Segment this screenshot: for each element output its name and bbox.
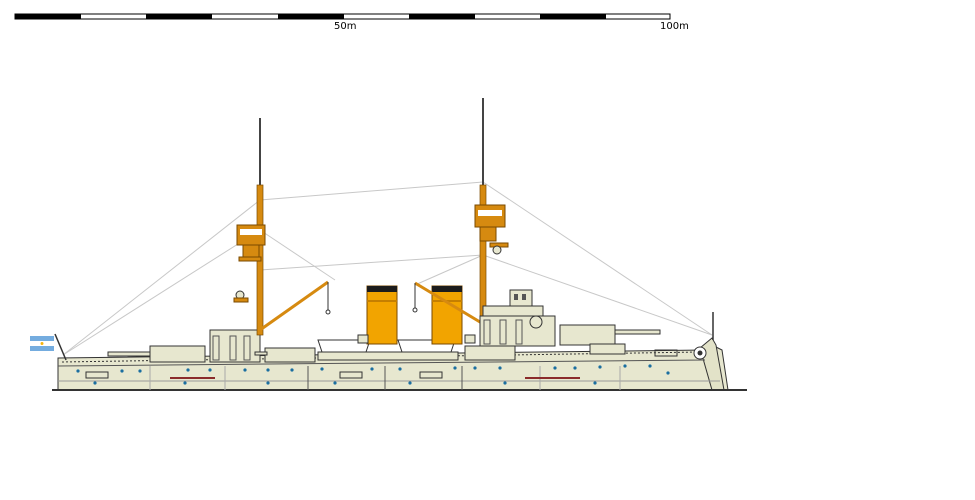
scale-bar: 50m 100m: [14, 13, 689, 32]
fore-main-gun: [614, 329, 661, 335]
scuttles: [76, 364, 670, 385]
fore-derrick: [414, 281, 486, 327]
chart-house: [509, 289, 533, 307]
stern-flag-group: [30, 333, 67, 361]
fore-bridge-upper: [482, 305, 544, 317]
scale-segment: [540, 14, 606, 19]
aft-superstructure: [107, 329, 316, 363]
gun-port: [339, 371, 363, 379]
fore-secondary-turret: [464, 345, 516, 361]
scale-segment: [146, 14, 212, 19]
fore-superstructure: [464, 289, 661, 361]
scale-label-100m: 100m: [660, 21, 689, 32]
fore-main-turret: [559, 324, 616, 346]
scale-label-50m: 50m: [334, 21, 356, 32]
stern-flagstaff: [54, 333, 67, 361]
aft-bridge: [209, 329, 261, 363]
scale-segment: [278, 14, 344, 19]
gun-port: [85, 371, 109, 379]
fore-mast: [412, 98, 509, 327]
gun-port: [654, 349, 678, 357]
aft-mast: [233, 118, 331, 336]
aft-funnel: [366, 285, 398, 345]
funnels: [357, 285, 476, 345]
hull-marking: [525, 377, 580, 379]
waterline: [52, 389, 747, 391]
boats: [317, 339, 459, 361]
hull-marking: [170, 377, 215, 379]
fore-bridge: [479, 315, 556, 347]
deck-line: [57, 359, 706, 367]
argentina-flag-icon: [30, 336, 54, 351]
gun-port: [419, 371, 443, 379]
aft-derrick: [259, 280, 329, 332]
aft-main-turret: [149, 345, 206, 363]
rigging: [62, 181, 713, 356]
scale-segment: [409, 14, 475, 19]
fore-casemate: [589, 343, 626, 355]
aft-main-gun: [107, 351, 151, 357]
scale-segment: [15, 14, 81, 19]
aft-secondary-turret: [264, 347, 316, 363]
